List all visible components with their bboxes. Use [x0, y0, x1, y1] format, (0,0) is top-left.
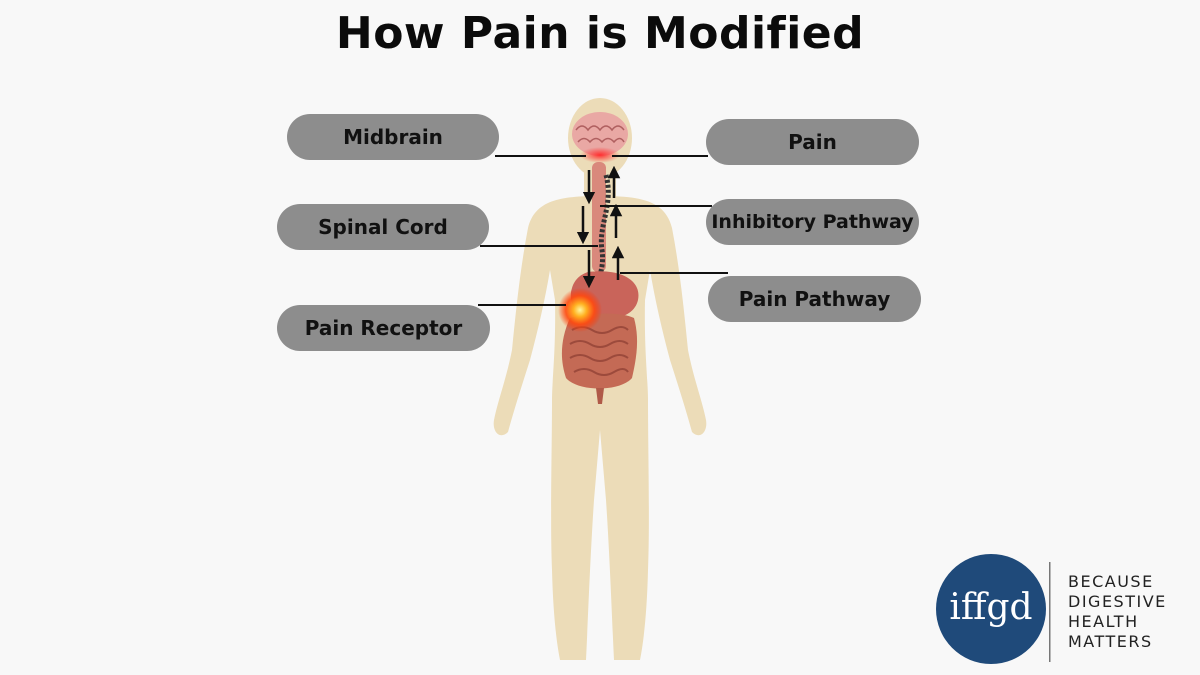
- logo-divider: [1049, 562, 1051, 662]
- pain-receptor-glow: [558, 288, 602, 332]
- label-spinal-cord: Spinal Cord: [277, 204, 489, 250]
- logo-text: iffgd: [949, 587, 1032, 628]
- label-pain-receptor: Pain Receptor: [277, 305, 490, 351]
- pathway-arrows: [576, 165, 625, 289]
- label-pain-pathway: Pain Pathway: [708, 276, 921, 322]
- label-inhibitory-pathway: Inhibitory Pathway: [706, 199, 919, 245]
- label-pain: Pain: [706, 119, 919, 165]
- page-title: How Pain is Modified: [335, 8, 865, 59]
- tagline-line: DIGESTIVE: [1068, 592, 1167, 611]
- spinal-cord-illustration: [595, 174, 611, 283]
- label-midbrain: Midbrain: [287, 114, 499, 160]
- tagline-line: BECAUSE: [1068, 572, 1154, 591]
- tagline-line: MATTERS: [1068, 632, 1153, 651]
- logo-tagline: BECAUSE DIGESTIVE HEALTH MATTERS: [1068, 572, 1167, 652]
- iffgd-logo: iffgd: [936, 554, 1046, 664]
- tagline-line: HEALTH: [1068, 612, 1139, 631]
- leader-lines: [478, 155, 728, 306]
- brain-illustration: [572, 112, 628, 163]
